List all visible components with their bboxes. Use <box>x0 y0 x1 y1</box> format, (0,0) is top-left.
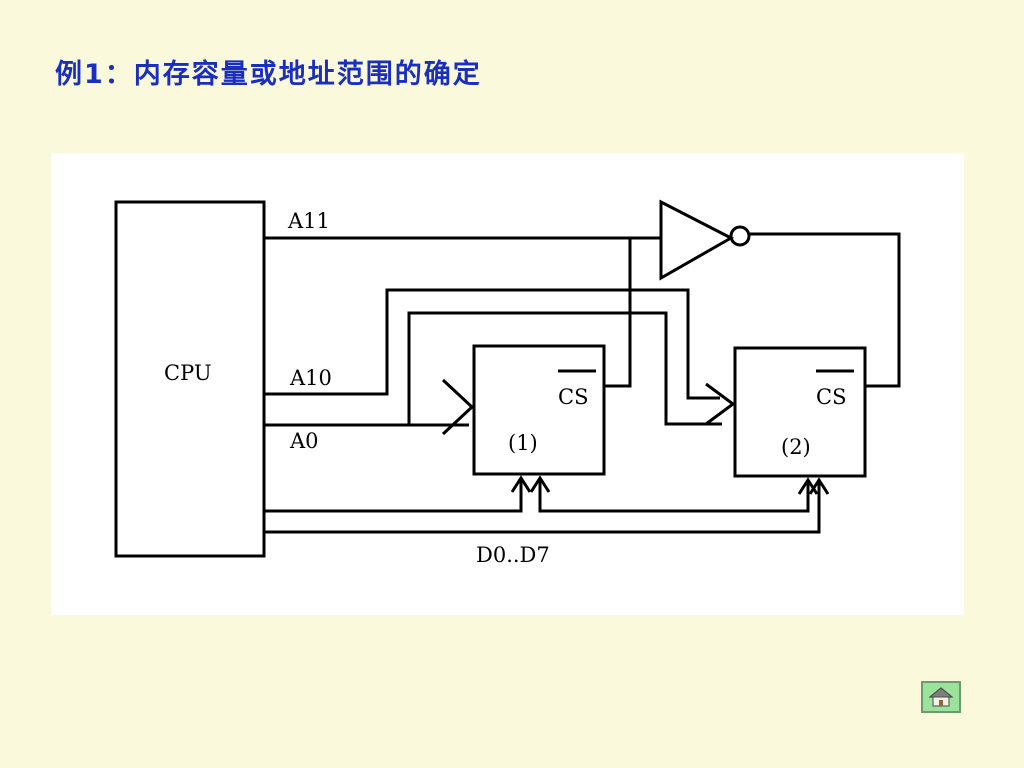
inverter-output-wire <box>750 232 901 388</box>
a10-label: A10 <box>289 366 332 390</box>
chip1-cs-label: CS <box>558 385 588 409</box>
chip1-data-arrow-left <box>510 475 532 493</box>
chip1-address-arrow <box>441 378 475 436</box>
cpu-label: CPU <box>164 361 212 385</box>
data-bus-label: D0..D7 <box>476 543 550 567</box>
home-button[interactable] <box>921 681 961 713</box>
data-bus-wire-2 <box>264 481 821 534</box>
chip1-data-arrow-right <box>529 475 551 493</box>
a11-label: A11 <box>287 209 330 233</box>
slide-title: 例1：内存容量或地址范围的确定 <box>55 59 482 90</box>
diagram-panel <box>51 153 964 615</box>
data-bus-wire-1 <box>264 479 523 513</box>
inverter-gate <box>659 199 735 281</box>
chip2-id-label: (2) <box>781 435 811 459</box>
chip2-cs-label: CS <box>816 385 846 409</box>
memory-chip-2 <box>733 346 867 478</box>
chip1-cs-wire <box>604 238 632 388</box>
a0-label: A0 <box>289 429 319 453</box>
chip1-id-label: (1) <box>508 431 538 455</box>
inverter-bubble <box>729 225 751 247</box>
a10-wire <box>264 288 720 400</box>
chip2-a10-arrow <box>705 382 736 426</box>
a0-chip1-branch <box>407 311 722 426</box>
data-bus-link <box>538 479 810 513</box>
chip2-data-arrow-right <box>808 477 830 495</box>
home-icon <box>929 687 953 707</box>
memory-chip-1 <box>472 344 606 476</box>
cpu-block <box>114 200 266 558</box>
